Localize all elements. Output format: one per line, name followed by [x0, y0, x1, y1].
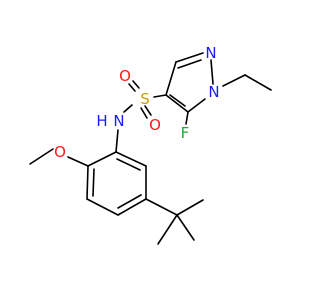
- bond-s-o-bottom-b: [140, 107, 148, 119]
- bond-b6-b1-double: [116, 158, 141, 171]
- bond-n1-c5: [187, 98, 206, 113]
- atom-n-pyrazole-1: N: [208, 83, 219, 101]
- bond-n1-ch2: [222, 74, 246, 87]
- bond-c4-s: [153, 94, 167, 98]
- atom-labels: N N F S O O N H O: [54, 44, 220, 161]
- bond-o-ch3: [29, 148, 54, 165]
- atom-oxygen-methoxy: O: [54, 143, 66, 161]
- atom-nh-hydrogen: H: [96, 112, 107, 130]
- structure-svg: N N F S O O N H O: [29, 44, 272, 245]
- bond-b2-b3: [86, 165, 89, 200]
- bond-tbu-me2: [176, 214, 195, 241]
- bond-s-o-top-a: [132, 80, 140, 89]
- bond-s-n: [123, 104, 133, 113]
- bond-c5-f: [185, 111, 189, 125]
- bond-b2-b3-double: [92, 168, 95, 197]
- bond-b4-b5-double: [117, 194, 142, 209]
- bond-tbu-me3: [157, 214, 178, 245]
- bond-c3-n2: [175, 52, 204, 63]
- bond-ch2-ch3: [244, 74, 272, 91]
- molecule-diagram: N N F S O O N H O: [29, 44, 272, 245]
- atom-n-pyrazole-2: N: [205, 44, 216, 62]
- atom-oxygen-sulfonyl-top: O: [119, 67, 131, 85]
- bond-c4-c3: [165, 61, 177, 96]
- atom-fluorine: F: [181, 124, 190, 142]
- bond-c5-c4-double: [169, 94, 186, 107]
- bond-s-o-bottom-a: [144, 105, 152, 116]
- bond-n-aryl: [115, 129, 119, 153]
- bond-c3-n2-double: [177, 59, 202, 69]
- bond-b6-b1: [115, 151, 147, 167]
- bond-b2-o: [67, 156, 89, 167]
- bond-n2-n1: [210, 59, 214, 85]
- bond-b5-tbu: [145, 198, 178, 216]
- bonds: [29, 52, 272, 245]
- bond-b3-b4: [86, 198, 119, 216]
- bond-tbu-me1: [176, 199, 204, 216]
- atom-sulfur: S: [140, 90, 150, 108]
- atom-oxygen-sulfonyl-bottom: O: [149, 116, 161, 134]
- bond-b1-b2: [87, 151, 117, 167]
- bond-s-o-top-b: [128, 83, 136, 92]
- bond-c5-c4: [165, 94, 189, 113]
- bond-b4-b5: [117, 198, 147, 216]
- atom-nh-nitrogen: N: [113, 112, 124, 130]
